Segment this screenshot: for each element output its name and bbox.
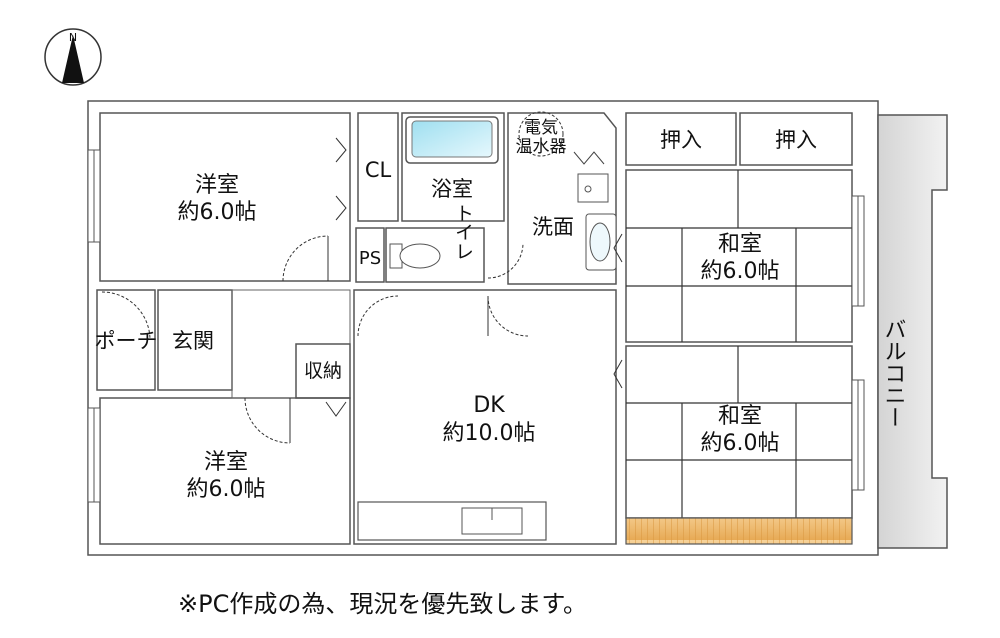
tatami-lines-bottom xyxy=(626,346,852,518)
western-room-bottom-size: 約6.0帖 xyxy=(187,477,266,502)
water-heater-label-2: 温水器 xyxy=(516,137,567,157)
dk-size: 約10.0帖 xyxy=(443,421,536,446)
western-room-top-name: 洋室 xyxy=(195,173,239,198)
oshiire-right-label: 押入 xyxy=(775,128,817,152)
dk-name: DK xyxy=(473,393,505,418)
drain-icon xyxy=(584,185,592,193)
doors xyxy=(101,137,623,444)
pipe-space xyxy=(355,227,385,283)
sink-bowl xyxy=(589,222,611,262)
bathtub-water xyxy=(411,120,493,158)
outer-wall xyxy=(87,100,879,556)
japanese-room-top-name: 和室 xyxy=(718,232,762,257)
japanese-room-bottom-name: 和室 xyxy=(718,404,762,429)
storage xyxy=(295,343,351,399)
zigzag-line xyxy=(573,151,605,165)
compass: N xyxy=(44,28,102,86)
water-heater-outline xyxy=(518,111,564,157)
washroom xyxy=(507,112,617,285)
porch xyxy=(96,289,156,391)
toilet-bowl-icon xyxy=(399,243,441,269)
dining-kitchen xyxy=(353,289,617,545)
oshiire-right xyxy=(739,112,853,166)
oshiire-left-label: 押入 xyxy=(660,128,702,152)
porch-label: ポーチ xyxy=(95,329,158,353)
closet-label: CL xyxy=(365,158,392,182)
water-heater-label-1: 電気 xyxy=(524,118,558,138)
japanese-room-top-size: 約6.0帖 xyxy=(701,259,780,284)
bathroom-label: 浴室 xyxy=(431,177,473,201)
compass-north-label: N xyxy=(69,31,77,44)
washroom-label: 洗面 xyxy=(532,215,574,239)
western-room-top-size: 約6.0帖 xyxy=(178,200,257,225)
pipe-space-label: PS xyxy=(359,248,381,269)
closet xyxy=(357,112,399,222)
western-room-bottom-name: 洋室 xyxy=(204,450,248,475)
storage-label: 収納 xyxy=(304,360,342,382)
washing-machine-pan xyxy=(577,173,609,203)
toilet-label: トイレ xyxy=(452,204,474,261)
wooden-floor-strip xyxy=(625,517,853,545)
north-arrow-icon xyxy=(62,35,84,83)
tatami-lines-top xyxy=(626,170,852,342)
balcony-label: バルコニー xyxy=(881,318,906,428)
japanese-room-bottom-size: 約6.0帖 xyxy=(701,431,780,456)
entrance-label: 玄関 xyxy=(172,329,214,353)
windows xyxy=(87,149,865,503)
toilet-room xyxy=(385,227,485,283)
oshiire-left xyxy=(625,112,737,166)
disclaimer-note: ※PC作成の為、現況を優先致します。 xyxy=(178,590,587,618)
balcony xyxy=(877,114,948,549)
bathroom xyxy=(401,112,505,222)
